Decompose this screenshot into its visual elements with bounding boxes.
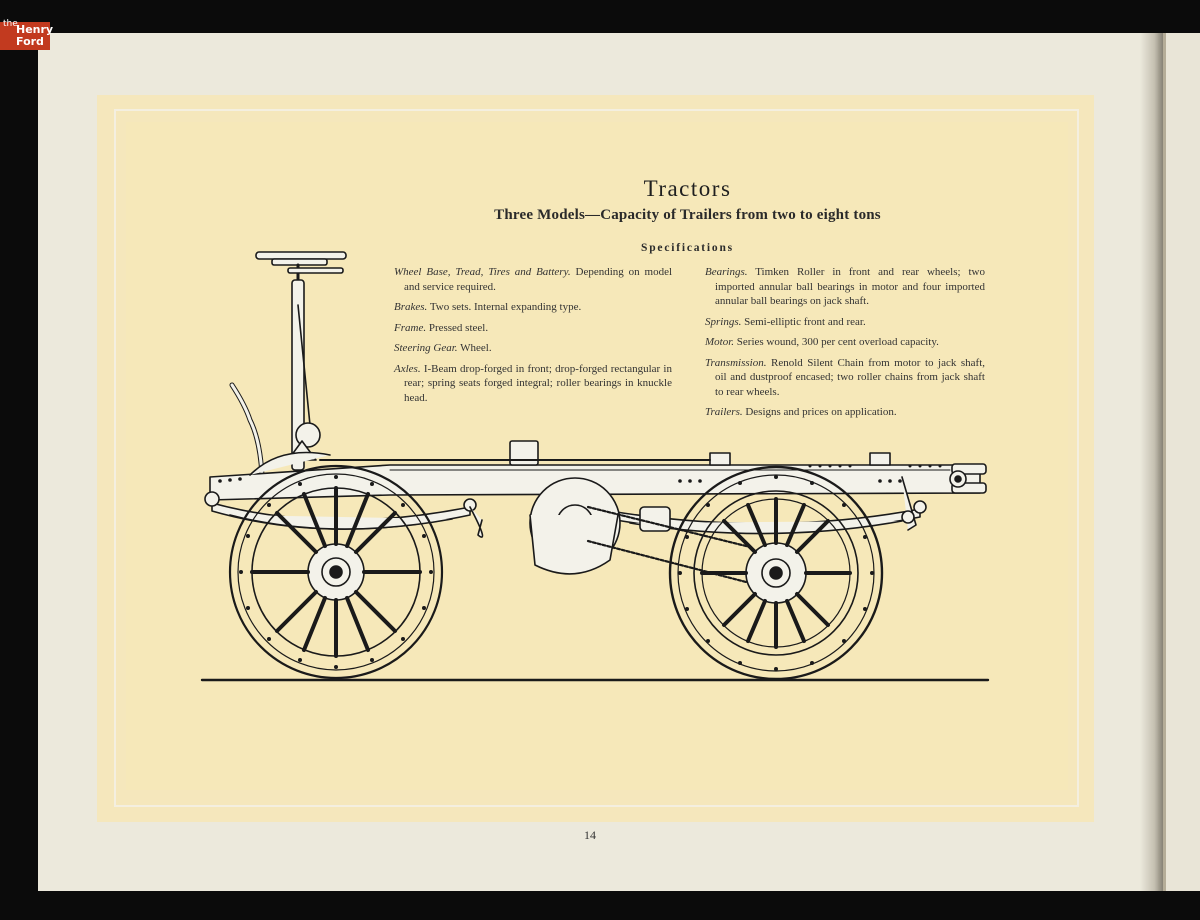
spec-term: Steering Gear. <box>394 342 458 354</box>
page-number: 14 <box>584 828 596 842</box>
rear-wheel <box>668 465 884 681</box>
spec-item: Frame. Pressed steel. <box>394 321 672 336</box>
tractor-chassis-illustration <box>200 251 990 682</box>
spec-item: Motor. Series wound, 300 per cent overlo… <box>705 335 985 350</box>
steering-wheel <box>255 251 347 471</box>
spec-item: Bearings. Timken Roller in front and rea… <box>705 265 985 309</box>
spec-text: Two sets. Internal expanding type. <box>429 301 582 313</box>
book-gutter <box>1140 33 1164 891</box>
spec-text: Pressed steel. <box>428 321 489 334</box>
spec-term: Bearings. <box>705 266 748 278</box>
spec-text: Timken Roller in front and rear wheels; … <box>715 266 985 307</box>
page-title: Tractors <box>643 176 732 201</box>
spec-term: Axles. <box>394 362 421 375</box>
specs-right-column: Bearings. Timken Roller in front and rea… <box>705 265 985 426</box>
henry-ford-logo: the Henry Ford <box>0 19 53 50</box>
spec-text: Designs and prices on application. <box>745 406 897 418</box>
spec-item: Wheel Base, Tread, Tires and Battery. De… <box>394 265 672 294</box>
spec-term: Wheel Base, Tread, Tires and Battery. <box>394 266 571 278</box>
spec-text: Renold Silent Chain from motor to jack s… <box>715 356 986 398</box>
spec-item: Steering Gear. Wheel. <box>394 341 672 356</box>
page-subtitle: Three Models—Capacity of Trailers from t… <box>494 207 881 223</box>
spec-term: Trailers. <box>705 406 743 418</box>
spec-text: I-Beam drop-forged in front; drop-forged… <box>404 362 672 404</box>
spec-text: Series wound, 300 per cent overload capa… <box>736 336 939 348</box>
specs-left-column: Wheel Base, Tread, Tires and Battery. De… <box>394 265 672 411</box>
specifications-heading: Specifications <box>641 242 734 254</box>
front-wheel <box>228 464 444 680</box>
spec-item: Springs. Semi-elliptic front and rear. <box>705 315 985 330</box>
page-fold <box>1163 33 1166 891</box>
frame-rule <box>114 109 1079 807</box>
spec-item: Brakes. Two sets. Internal expanding typ… <box>394 300 672 315</box>
spec-term: Brakes. <box>394 301 428 313</box>
spec-term: Springs. <box>705 315 742 328</box>
spec-term: Frame. <box>394 321 427 334</box>
spec-item: Transmission. Renold Silent Chain from m… <box>705 356 985 400</box>
spec-text: Semi-elliptic front and rear. <box>744 315 866 328</box>
motor-housing <box>469 477 671 575</box>
spec-item: Trailers. Designs and prices on applicat… <box>705 405 985 420</box>
spec-text: Depending on model and service required. <box>404 266 673 293</box>
spec-text: Wheel. <box>460 342 492 354</box>
rear-spring <box>609 500 927 535</box>
spec-term: Transmission. <box>705 356 767 369</box>
spec-item: Axles. I-Beam drop-forged in front; drop… <box>394 362 672 406</box>
spec-term: Motor. <box>705 336 735 348</box>
drive-chain <box>586 505 752 585</box>
